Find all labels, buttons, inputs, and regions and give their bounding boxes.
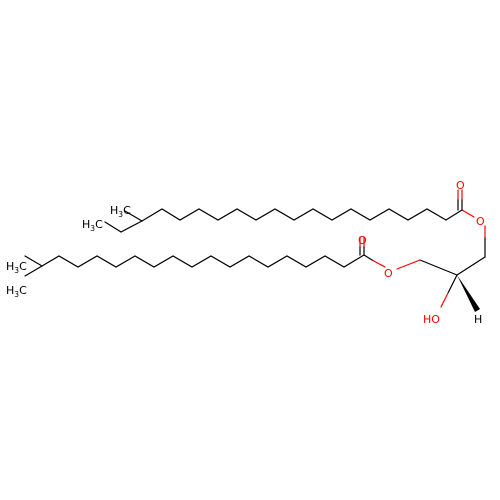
bond <box>24 265 43 277</box>
ester-oxygen-label: O <box>476 215 485 228</box>
bond <box>363 254 373 261</box>
bond <box>440 292 449 308</box>
stereo-wedge <box>457 275 480 312</box>
zigzag-chain <box>41 254 365 268</box>
glycerol-backbone <box>396 225 486 312</box>
bond <box>120 220 143 233</box>
zigzag-chain <box>141 208 447 222</box>
bond <box>447 274 458 294</box>
bond <box>456 256 486 276</box>
bond <box>461 209 475 218</box>
bond <box>371 259 386 268</box>
ester-oxygen-label: O <box>384 267 393 280</box>
methyl-label: H3C <box>6 284 27 299</box>
bond <box>419 259 458 276</box>
carbonyl-oxygen-label: O <box>456 179 465 192</box>
methyl-label: H3C <box>110 204 131 219</box>
carbonyl-oxygen-label: O <box>358 234 367 247</box>
bond <box>124 210 143 222</box>
bond <box>396 259 421 270</box>
methyl-label: H3C <box>6 260 27 275</box>
bond <box>104 221 122 233</box>
bond <box>24 255 43 267</box>
hydroxyl-label: HO <box>423 313 440 326</box>
upper-acyl-chain <box>104 189 475 233</box>
bond <box>445 209 463 221</box>
lower-acyl-chain <box>24 236 386 277</box>
hydrogen-label: H <box>474 313 482 326</box>
methyl-label: H3C <box>82 218 103 233</box>
